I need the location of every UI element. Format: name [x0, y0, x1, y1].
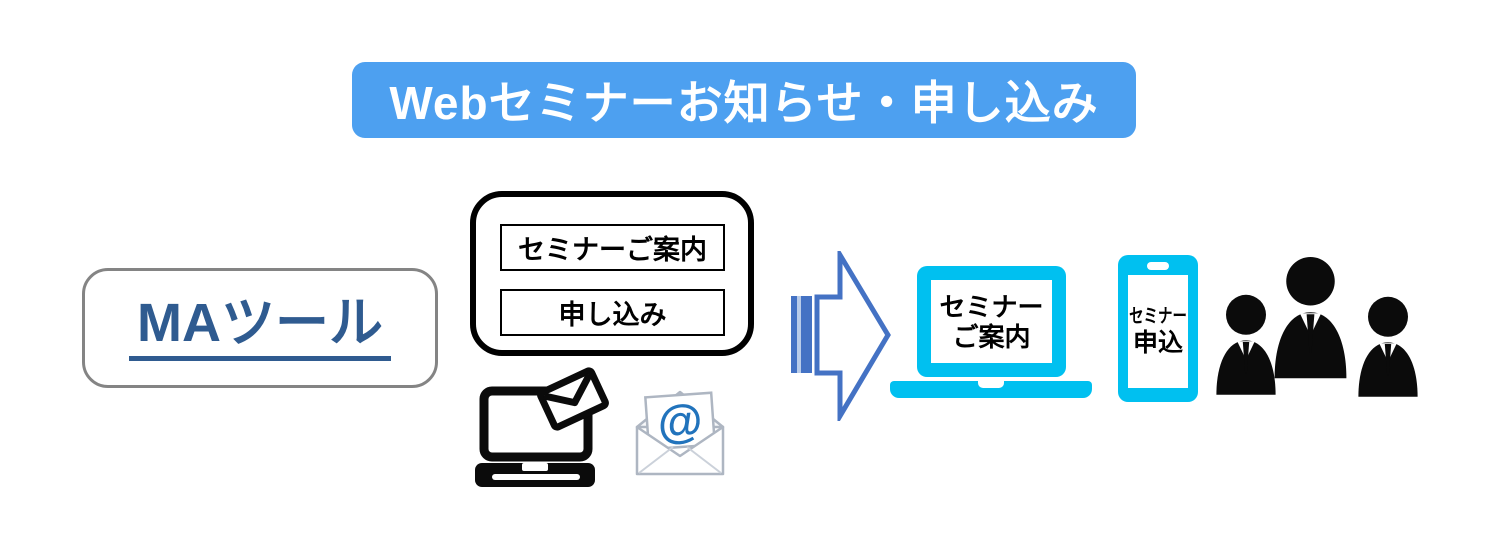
phone-screen: セミナー 申込 — [1128, 275, 1188, 388]
arrow-tail-stripe-highlight — [797, 296, 801, 373]
envelope-pocket — [635, 425, 725, 476]
laptop-screen-line2: ご案内 — [952, 321, 1031, 352]
laptop-base-notch — [522, 463, 548, 471]
seminar-info-item: セミナーご案内 — [500, 224, 725, 271]
application-item: 申し込み — [500, 289, 725, 336]
envelope-icon — [537, 367, 609, 431]
ma-tool-box: MAツール — [82, 268, 438, 388]
envelope-fold-lines — [638, 446, 722, 474]
flow-arrow-icon — [791, 251, 891, 421]
mail-content-box: セミナーご案内 申し込み — [470, 191, 754, 356]
person-icon-left — [1216, 294, 1276, 395]
recipient-laptop-icon: セミナー ご案内 — [890, 266, 1092, 398]
recipient-laptop-base — [890, 381, 1092, 398]
email-at-icon: @ — [635, 390, 725, 476]
person-icon-center — [1274, 256, 1347, 379]
arrow-body — [814, 251, 891, 421]
recipient-laptop-screen-content: セミナー ご案内 — [931, 280, 1052, 363]
recipient-laptop-screen: セミナー ご案内 — [917, 266, 1066, 377]
arrow-tail-stripe — [791, 296, 812, 373]
ma-tool-label: MAツール — [129, 294, 391, 362]
laptop-send-mail-icon — [475, 367, 609, 487]
person-icon-right — [1358, 296, 1418, 397]
recipient-phone-icon: セミナー 申込 — [1118, 255, 1198, 402]
title-banner: Webセミナーお知らせ・申し込み — [352, 62, 1136, 138]
phone-screen-line1: セミナー — [1129, 306, 1187, 327]
envelope-letter: @ — [644, 391, 717, 451]
page-title: Webセミナーお知らせ・申し込み — [389, 77, 1099, 129]
at-symbol: @ — [656, 393, 704, 448]
phone-screen-line2: 申込 — [1132, 329, 1183, 357]
laptop-base-slot — [492, 474, 580, 480]
laptop-screen-line1: セミナー — [939, 291, 1044, 322]
recipient-laptop-notch — [978, 381, 1004, 388]
audience-group-icon — [1216, 256, 1418, 397]
phone-speaker — [1147, 262, 1169, 270]
